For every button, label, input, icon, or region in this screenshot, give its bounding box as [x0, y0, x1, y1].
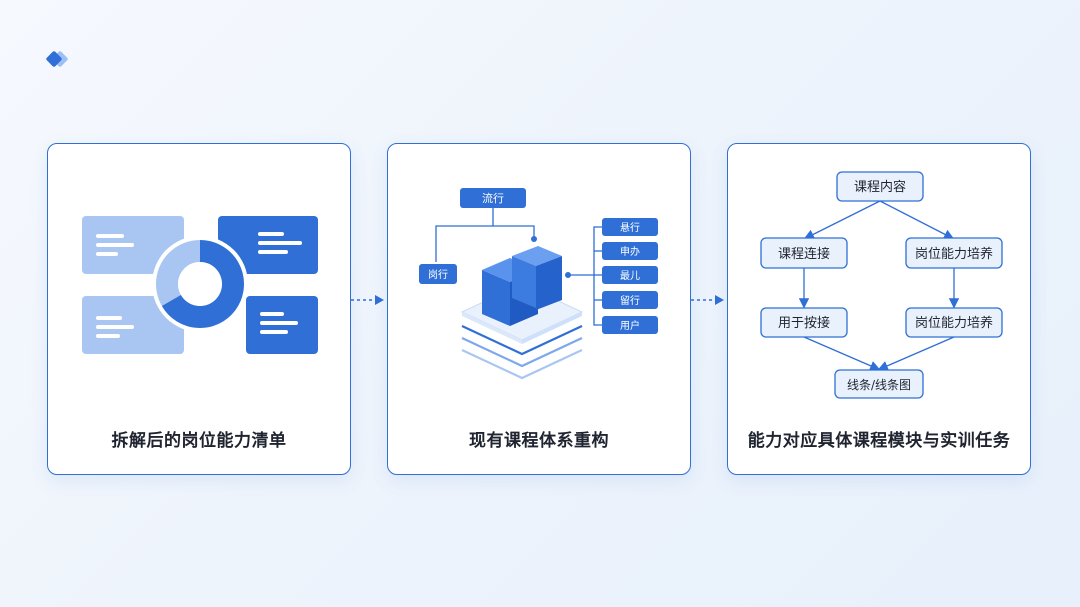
mapping-flowchart: 课程内容 课程连接 岗位能力培养 用于按接 岗位能力培养 线条/线条图: [760, 171, 1003, 399]
arrow-connector-2: [691, 295, 724, 305]
list-item-1: [602, 218, 658, 236]
panel-course-restructure: 流行 岗行 悬行 申办 最儿: [387, 143, 691, 475]
svg-text:申办: 申办: [620, 245, 640, 258]
panel-capability-course-mapping: 课程内容 课程连接 岗位能力培养 用于按接 岗位能力培养 线条/线条图 能力对应…: [727, 143, 1031, 475]
node-top-label: 课程内容: [854, 179, 906, 195]
left-node-label: 岗行: [428, 268, 448, 281]
node-mid-left-label: 课程连接: [778, 246, 830, 262]
top-node: [460, 188, 526, 208]
list-item-3: [602, 266, 658, 284]
panel-caption: 现有课程体系重构: [469, 431, 609, 451]
competency-donut-illustration: [82, 216, 318, 354]
donut-segment: [161, 240, 244, 328]
course-stack-illustration: 流行 岗行 悬行 申办 最儿: [419, 188, 658, 380]
node-mid-right: [905, 237, 1003, 269]
top-node-label: 流行: [482, 191, 504, 205]
node-bottom-label: 线条/线条图: [847, 378, 911, 392]
svg-text:用户: 用户: [620, 319, 640, 332]
panel-caption: 拆解后的岗位能力清单: [111, 431, 287, 451]
left-node: [419, 264, 457, 284]
node-mid-left: [760, 237, 848, 269]
logo-icon: [46, 51, 68, 67]
svg-text:最儿: 最儿: [620, 270, 640, 282]
node-top: [836, 171, 924, 202]
node-low-left: [760, 307, 848, 338]
list-item-4: [602, 291, 658, 309]
panel-caption: 能力对应具体课程模块与实训任务: [747, 431, 1011, 451]
arrow-connector-1: [351, 295, 384, 305]
node-low-right: [905, 307, 1003, 338]
svg-text:留行: 留行: [620, 294, 640, 307]
light-box-bottom: [82, 296, 184, 354]
list-item-5: [602, 316, 658, 334]
panel-job-competency-list: 拆解后的岗位能力清单: [47, 143, 351, 475]
node-mid-right-label: 岗位能力培养: [915, 246, 993, 262]
list-item-2: [602, 242, 658, 260]
svg-text:悬行: 悬行: [620, 221, 640, 234]
node-low-right-label: 岗位能力培养: [915, 315, 993, 331]
node-bottom: [834, 369, 924, 399]
node-low-left-label: 用于按接: [778, 315, 830, 331]
